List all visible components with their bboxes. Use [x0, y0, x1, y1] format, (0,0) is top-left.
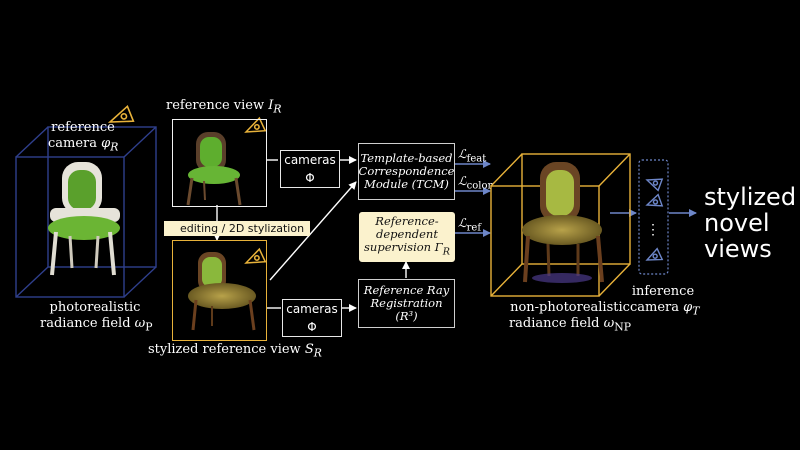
chair-illustration-reference [186, 132, 242, 206]
reference-view-frame [172, 119, 267, 207]
stylized-novel-views-label: stylized novel views [704, 183, 797, 263]
photo-field-label: photorealistic radiance field ωP [40, 300, 153, 334]
camera-cone-icon [244, 116, 267, 133]
ellipsis-icon: ⋮ [646, 222, 660, 238]
photo-cube [15, 126, 157, 298]
stylized-view-label: stylized reference view SR [148, 342, 322, 360]
chair-illustration-nonphoto [522, 162, 604, 283]
chair-illustration-photo [48, 162, 120, 276]
camera-cone-icon [645, 247, 664, 261]
loss-feat-label: ℒfeat [458, 147, 487, 165]
editing-tag: editing / 2D stylization [164, 221, 311, 236]
camera-cone-icon [244, 247, 267, 264]
cameras-tag-bottom: cameras Φ [282, 299, 342, 337]
reference-camera-label: reference camera φR [48, 120, 119, 154]
stylized-view-frame [172, 240, 267, 341]
arrow-stylized-to-tcm [269, 181, 357, 281]
supervision-box: Reference- dependent supervision ΓR [359, 212, 455, 262]
loss-color-label: ℒcolor [458, 174, 493, 192]
inference-camera-label: inference camera φT [630, 284, 700, 318]
camera-cone-icon [645, 193, 664, 207]
rrr-module: Reference Ray Registration (R³) [358, 279, 455, 328]
inference-camera-panel [638, 159, 669, 275]
nonphoto-cube [490, 153, 631, 297]
tcm-module: Template-based Correspondence Module (TC… [358, 143, 455, 200]
reference-view-label: reference view IR [166, 98, 282, 116]
camera-cone-icon [107, 104, 135, 123]
cameras-tag-top: cameras Φ [280, 150, 340, 188]
loss-ref-label: ℒref [458, 216, 482, 234]
camera-cone-icon [645, 178, 664, 192]
chair-illustration-stylized [188, 252, 256, 331]
nonphoto-field-label: non-photorealistic radiance field ωNP [508, 300, 632, 334]
